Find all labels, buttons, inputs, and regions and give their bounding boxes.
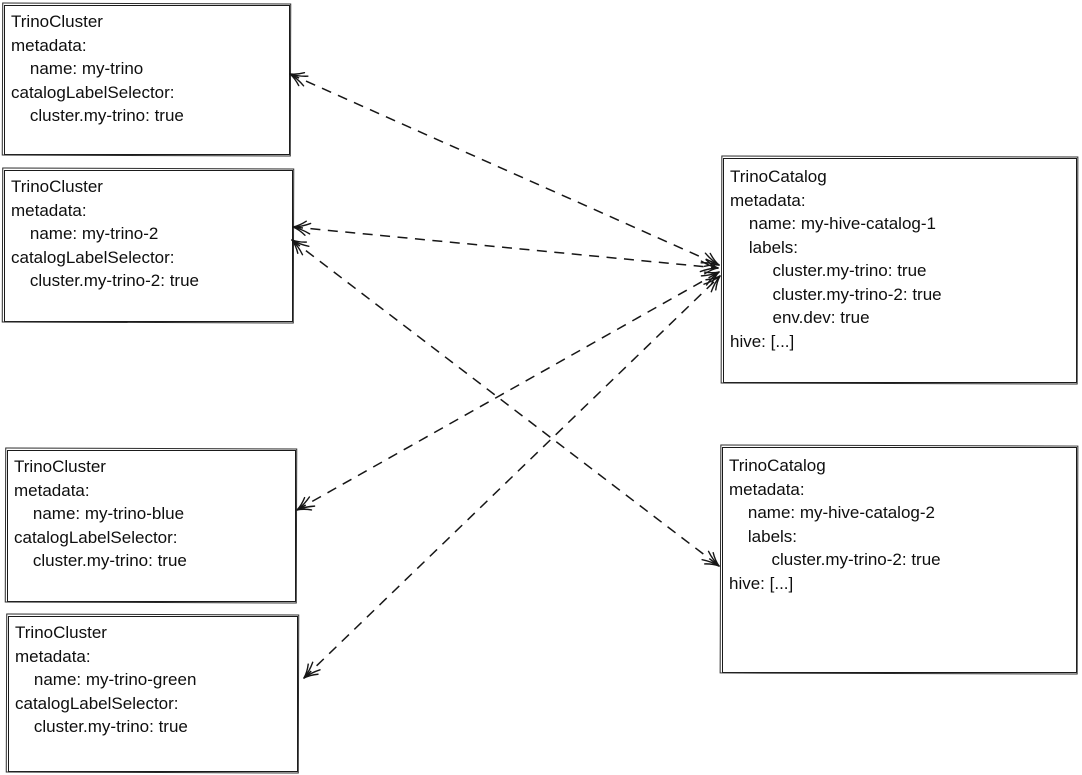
edge-my-trino-2--my-hive-catalog-2 (291, 239, 720, 567)
yaml-line: TrinoCatalog (729, 456, 826, 475)
yaml-line: name: my-trino-2 (11, 224, 159, 243)
yaml-line: catalogLabelSelector: (11, 247, 175, 267)
yaml-line: name: my-trino (11, 59, 144, 78)
arrowhead (703, 271, 720, 274)
yaml-line: TrinoCluster (11, 12, 103, 31)
yaml-line: hive: [...] (729, 573, 794, 593)
arrowhead (292, 226, 306, 236)
node-trinocatalog-my-hive-catalog-1: TrinoCatalog metadata: name: my-hive-cat… (723, 158, 1077, 383)
yaml-line: name: my-trino-blue (14, 504, 185, 523)
arrowhead (292, 226, 311, 235)
arrowhead (705, 259, 719, 269)
node-trinocatalog-my-hive-catalog-2: TrinoCatalog metadata: name: my-hive-cat… (722, 447, 1077, 673)
yaml-line: name: my-hive-catalog-2 (729, 503, 935, 522)
yaml-line: metadata: (11, 35, 87, 55)
yaml-line: TrinoCluster (14, 457, 106, 476)
arrowhead (704, 252, 720, 266)
yaml-line: TrinoCluster (15, 623, 107, 642)
edge-dashed-line (303, 275, 721, 679)
yaml-line: metadata: (730, 190, 806, 210)
yaml-line: cluster.my-trino-2: true (729, 550, 941, 569)
yaml-line: catalogLabelSelector: (15, 693, 179, 713)
yaml-line: cluster.my-trino: true (11, 106, 184, 125)
arrowhead (303, 669, 321, 679)
yaml-line: labels: (729, 526, 798, 546)
arrowhead (699, 267, 719, 273)
yaml-line: TrinoCluster (11, 177, 103, 196)
arrowhead (710, 275, 721, 293)
arrowhead (700, 260, 719, 269)
node-trinocluster-my-trino: TrinoCluster metadata: name: my-trino ca… (4, 5, 290, 155)
edge-dashed-line (289, 73, 720, 266)
arrowhead (303, 673, 319, 679)
edge-my-trino-green--my-hive-catalog-1 (303, 275, 721, 679)
arrowhead (303, 661, 314, 679)
arrowhead (296, 505, 316, 511)
arrowhead (291, 239, 310, 247)
edge-my-trino-2--my-hive-catalog-1 (292, 220, 719, 275)
yaml-line: labels: (730, 237, 799, 257)
arrowhead (715, 275, 721, 291)
arrowhead (296, 508, 313, 511)
edge-dashed-line (292, 226, 719, 269)
arrowhead (712, 552, 720, 567)
arrowhead (289, 73, 300, 87)
arrowhead (704, 267, 719, 275)
arrowhead (703, 563, 720, 567)
yaml-line: hive: [...] (730, 331, 795, 351)
yaml-line: cluster.my-trino-2: true (11, 271, 199, 290)
arrowhead (705, 275, 721, 281)
arrowhead (703, 264, 720, 267)
arrowhead (701, 559, 720, 567)
yaml-line: cluster.my-trino: true (14, 551, 187, 570)
arrowhead (291, 239, 308, 243)
arrowhead (303, 663, 309, 679)
edge-dashed-line (291, 239, 720, 567)
arrowhead (292, 222, 312, 228)
arrowhead (289, 73, 305, 87)
yaml-line: TrinoCatalog (730, 167, 827, 186)
arrowhead (296, 496, 311, 511)
edge-dashed-line (296, 271, 720, 511)
arrowhead (710, 271, 720, 286)
yaml-line: metadata: (15, 646, 91, 666)
arrowhead (705, 271, 720, 286)
edge-my-trino-blue--my-hive-catalog-1 (296, 271, 720, 511)
yaml-line: catalogLabelSelector: (14, 527, 178, 547)
yaml-line: cluster.my-trino: true (15, 717, 188, 736)
yaml-line: metadata: (11, 200, 87, 220)
arrowhead (703, 275, 721, 285)
node-trinocluster-my-trino-green: TrinoCluster metadata: name: my-trino-gr… (8, 616, 298, 772)
arrowhead (289, 73, 309, 77)
arrowhead (292, 220, 307, 228)
node-trinocluster-my-trino-blue: TrinoCluster metadata: name: my-trino-bl… (7, 450, 296, 602)
arrowhead (289, 72, 306, 75)
arrowhead (709, 252, 720, 266)
arrowhead (296, 496, 306, 511)
arrowhead (700, 271, 720, 277)
yaml-line: env.dev: true (730, 308, 870, 327)
yaml-line: name: my-trino-green (15, 670, 197, 689)
arrowhead (291, 239, 304, 256)
yaml-line: metadata: (14, 480, 90, 500)
yaml-line: cluster.my-trino: true (730, 261, 927, 280)
yaml-line: metadata: (729, 479, 805, 499)
node-trinocluster-my-trino-2: TrinoCluster metadata: name: my-trino-2 … (4, 170, 293, 322)
yaml-line: cluster.my-trino-2: true (730, 284, 942, 304)
yaml-line: catalogLabelSelector: (11, 82, 175, 102)
arrowhead (700, 262, 720, 266)
edge-my-trino--my-hive-catalog-1 (289, 72, 720, 267)
arrowhead (707, 550, 720, 567)
yaml-line: name: my-hive-catalog-1 (730, 214, 936, 233)
